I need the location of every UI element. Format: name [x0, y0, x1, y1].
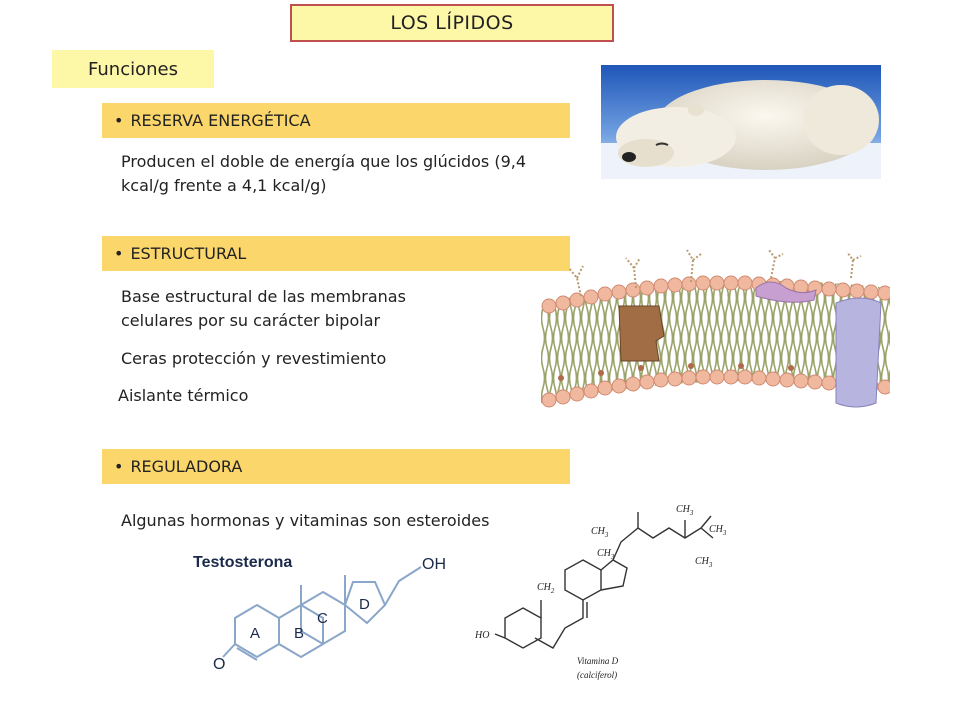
page-title: LOS LÍPIDOS — [290, 4, 614, 42]
category-label: REGULADORA — [130, 457, 243, 476]
ring-a-label: A — [250, 625, 260, 642]
ring-c-label: C — [317, 610, 328, 627]
testosterone-title: Testosterona — [193, 554, 292, 571]
reguladora-text: Algunas hormonas y vitaminas son esteroi… — [121, 511, 490, 530]
ho-label: HO — [474, 630, 489, 641]
ch3-label-2: CH3 — [676, 504, 694, 517]
calciferol-caption: (calciferol) — [577, 670, 617, 680]
section-label: Funciones — [52, 50, 214, 88]
polar-bear-image — [601, 65, 881, 179]
category-label: RESERVA ENERGÉTICA — [130, 111, 311, 130]
testosterone-structure: Testosterona OH O A B C D — [193, 554, 446, 673]
bullet: • — [114, 457, 124, 476]
ch3-label-3: CH3 — [709, 524, 727, 537]
ch3-label-4: CH3 — [695, 556, 713, 569]
bullet: • — [114, 111, 124, 130]
oh-label: OH — [422, 556, 446, 573]
ch2-label: CH2 — [537, 582, 555, 595]
category-estructural: • ESTRUCTURAL — [102, 236, 570, 271]
bullet: • — [114, 244, 124, 263]
reserva-text: Producen el doble de energía que los glú… — [121, 152, 527, 195]
category-reserva: • RESERVA ENERGÉTICA — [102, 103, 570, 138]
oxygen-label: O — [213, 656, 225, 673]
ch3-label-5: CH3 — [597, 548, 615, 561]
estructural-text-3: Aislante térmico — [118, 386, 249, 405]
cell-membrane-image — [541, 249, 890, 408]
category-reguladora: • REGULADORA — [102, 449, 570, 484]
vitamin-d-caption: Vitamina D — [577, 656, 619, 666]
ring-d-label: D — [359, 596, 370, 613]
ch3-label-1: CH3 — [591, 526, 609, 539]
vitamin-d-structure: CH3 CH3 CH3 CH3 CH3 CH2 HO Vitamina D (c… — [474, 504, 727, 680]
category-label: ESTRUCTURAL — [130, 244, 247, 263]
estructural-text-1: Base estructural de las membranas celula… — [121, 287, 406, 330]
estructural-text-2: Ceras protección y revestimiento — [121, 349, 387, 368]
ring-b-label: B — [294, 625, 304, 642]
